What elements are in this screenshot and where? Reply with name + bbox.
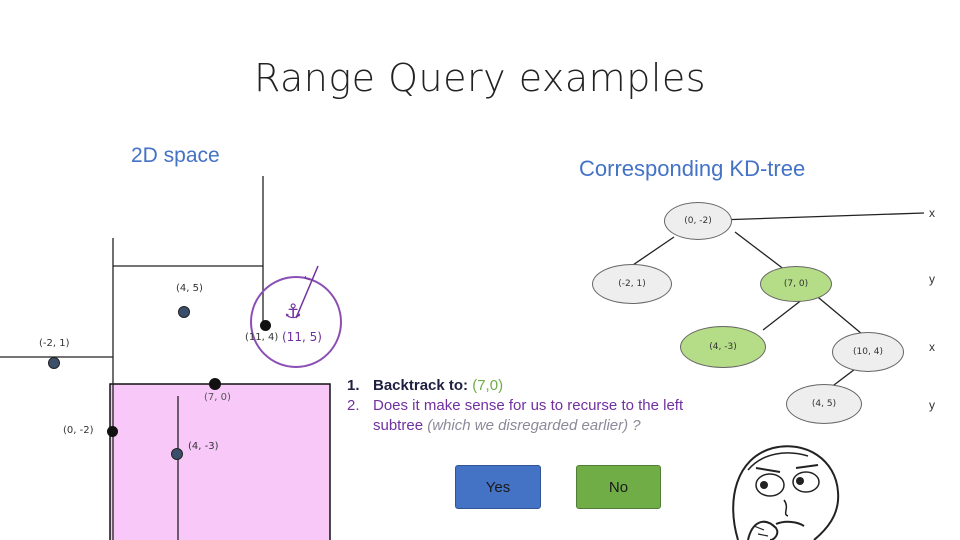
- tree-node-n2: (7, 0): [760, 266, 832, 302]
- question-item-1: 1.Backtrack to: (7,0): [347, 377, 504, 394]
- query-region: [109, 383, 331, 540]
- space-heading: 2D space: [131, 144, 220, 167]
- thinking-face-icon: [732, 445, 840, 540]
- question-item-2: 2.Does it make sense for us to recurse t…: [347, 397, 684, 414]
- point-label: (4, -3): [188, 441, 219, 452]
- point-label: (11, 4): [245, 332, 279, 343]
- point-4-neg3: [171, 448, 183, 460]
- point-11-4: [260, 320, 271, 331]
- node-label: (10, 4): [853, 347, 883, 357]
- point-7-0: [209, 378, 221, 390]
- point-4-5: [178, 306, 190, 318]
- slide-title: Range Query examples: [253, 56, 707, 100]
- tree-edge-root-n2: [734, 231, 786, 271]
- node-label: (7, 0): [783, 279, 809, 289]
- tree-edge-n2-n4: [812, 292, 863, 335]
- level-axis-label: y: [929, 398, 935, 412]
- node-label: (0, -2): [684, 216, 712, 226]
- level-axis-label: y: [929, 272, 935, 286]
- question-item-2-cont: subtree (which we disregarded earlier) ?: [373, 417, 641, 434]
- node-label: (4, 5): [811, 399, 837, 409]
- node-label: (4, -3): [709, 342, 737, 352]
- point-label: (0, -2): [63, 425, 94, 436]
- tree-heading: Corresponding KD-tree: [579, 156, 806, 181]
- level-axis-label: x: [929, 206, 935, 220]
- question-list: 1.Backtrack to: (7,0) 2.Does it make sen…: [347, 376, 683, 436]
- radius-line: [295, 265, 319, 319]
- tree-node-root: (0, -2): [664, 202, 732, 240]
- node-label: (-2, 1): [618, 279, 646, 289]
- query-point-label: (11, 5): [282, 330, 322, 344]
- yes-button[interactable]: Yes: [455, 465, 541, 509]
- point-label: (7, 0): [204, 392, 231, 403]
- anchor-icon: ⚓: [284, 301, 302, 323]
- point-0-neg2: [107, 426, 118, 437]
- no-button[interactable]: No: [576, 465, 661, 509]
- level-axis-label: x: [929, 340, 935, 354]
- tree-node-n4: (10, 4): [832, 332, 904, 372]
- tree-edge-root-guide: [717, 212, 925, 221]
- tree-node-n5: (4, 5): [786, 384, 862, 424]
- point-label: (-2, 1): [39, 338, 70, 349]
- point-label: (4, 5): [176, 283, 203, 294]
- tree-node-n1: (-2, 1): [592, 264, 672, 304]
- tree-node-n3: (4, -3): [680, 326, 766, 368]
- query-radius-circle: [250, 276, 342, 368]
- tree-edge-root-n1: [629, 236, 675, 268]
- point-neg2-1: [48, 357, 60, 369]
